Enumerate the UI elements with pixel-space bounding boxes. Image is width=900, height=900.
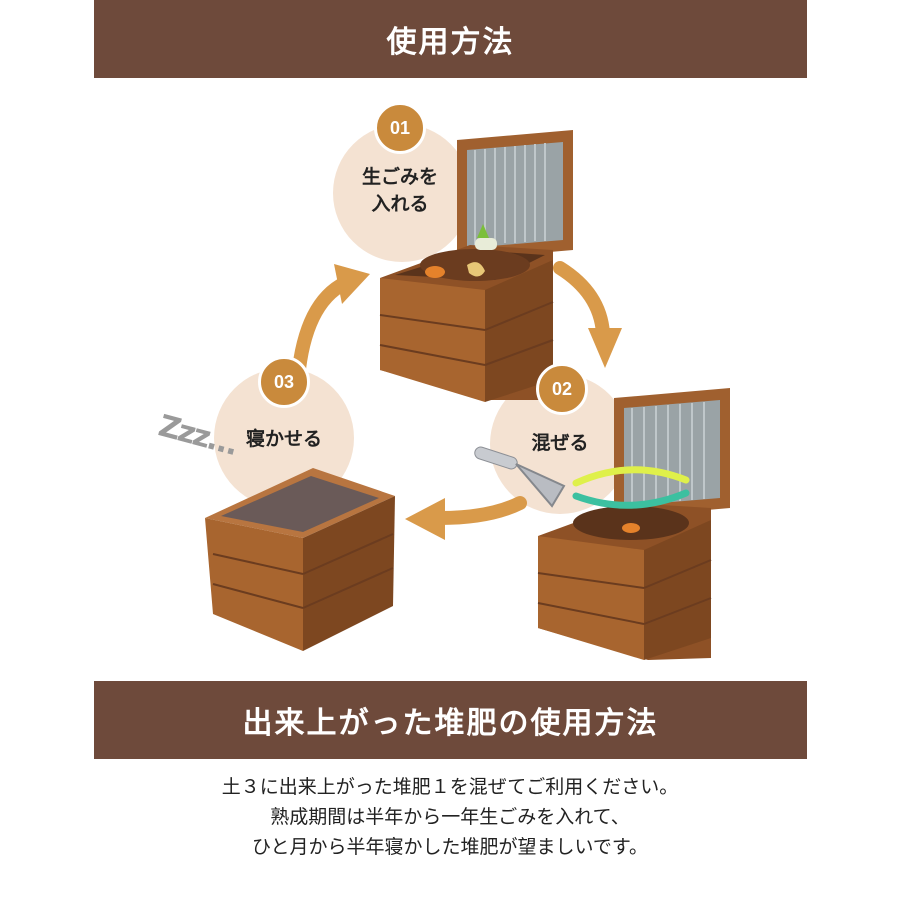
step3-number: 03: [273, 371, 295, 392]
trowel-icon: [474, 446, 566, 508]
step1-label-line2: 入れる: [371, 192, 429, 215]
compost-box-icon: [205, 468, 395, 651]
description-line-2: 熟成期間は半年から一年生ごみを入れて、: [270, 806, 630, 828]
compost-usage-title: 出来上がった堆肥の使用方法: [242, 706, 659, 741]
stir-arrows-icon: [572, 466, 690, 509]
usage-cycle-diagram: 01 02 03 生ごみを 入れる 混ぜる 寝かせる: [0, 78, 900, 681]
description-line-3: ひと月から半年寝かした堆肥が望ましいです。: [252, 836, 648, 858]
section-header-compost-usage: 出来上がった堆肥の使用方法: [94, 681, 807, 759]
description-line-1: 土３に出来上がった堆肥１を混ぜてご利用ください。: [221, 776, 679, 798]
step1-label: 生ごみを 入れる: [340, 164, 460, 217]
step2-label: 混ぜる: [531, 432, 589, 454]
vegetable-scraps-icon: [475, 238, 497, 250]
compost-usage-description: 土３に出来上がった堆肥１を混ぜてご利用ください。 熟成期間は半年から一年生ごみを…: [0, 772, 900, 862]
step3-label: 寝かせる: [245, 428, 322, 450]
step1-badge: 01: [374, 102, 426, 154]
compost-box-icon: [537, 388, 730, 660]
step1-label-line1: 生ごみを: [361, 166, 438, 188]
step2-number: 02: [551, 378, 573, 399]
compost-box-icon: [379, 130, 573, 402]
step1-number: 01: [389, 117, 411, 138]
section-header-usage: 使用方法: [94, 0, 807, 78]
step3-badge: 03: [258, 356, 310, 408]
usage-title: 使用方法: [386, 25, 515, 60]
step2-badge: 02: [536, 363, 588, 415]
